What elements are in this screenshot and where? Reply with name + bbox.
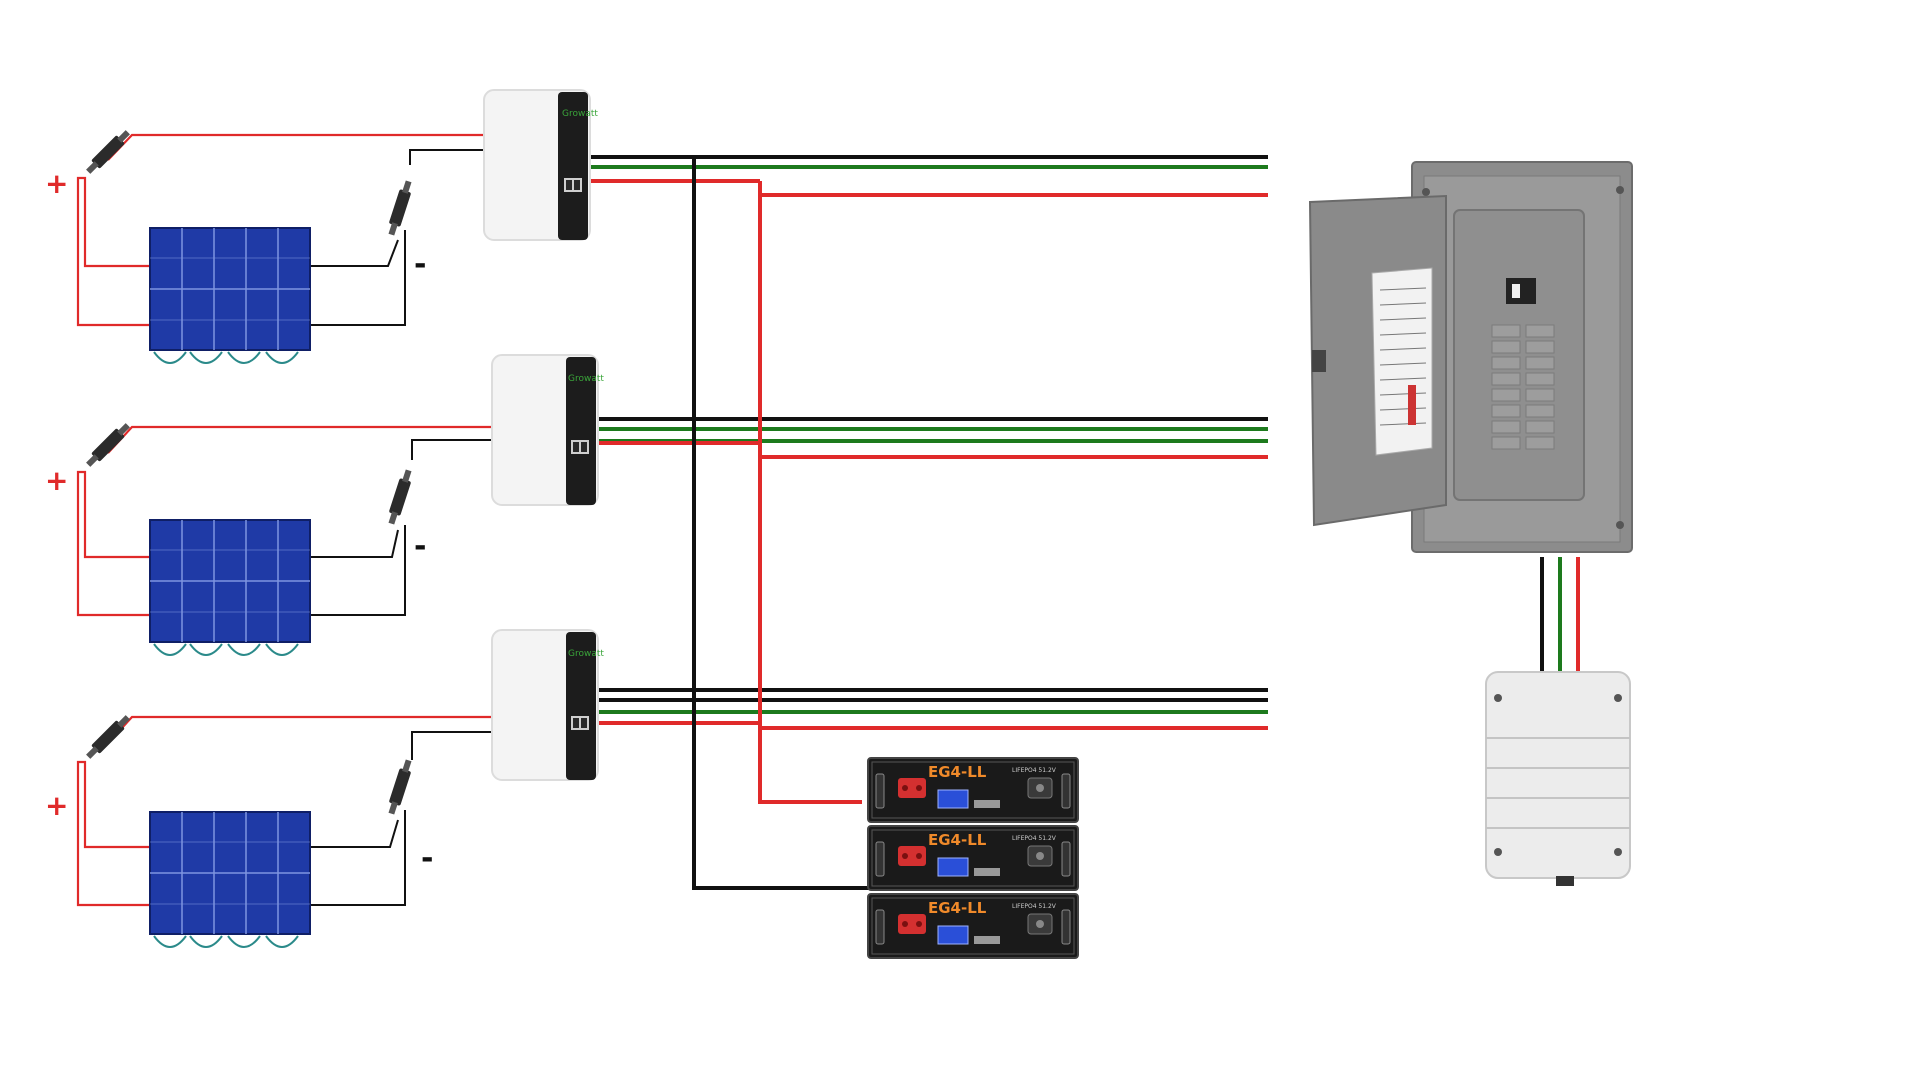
pv-disconnect-switch-icon: [385, 758, 415, 816]
positive-label: +: [45, 789, 68, 822]
battery-module-3: EG4-LL LIFEPO4 51.2V: [867, 893, 1079, 959]
inverter-2: Growatt: [491, 354, 604, 506]
inverter-3: Growatt: [491, 629, 604, 781]
junction-box-icon: [1485, 671, 1631, 886]
negative-label: -: [421, 841, 433, 876]
pv-disconnect-switch-icon: [385, 468, 415, 526]
inverter-brand: Growatt: [568, 374, 604, 384]
positive-label: +: [45, 167, 68, 200]
inverter-1: Growatt: [483, 89, 598, 241]
junction-box: [1485, 671, 1631, 886]
solar-panel-icon: [149, 811, 311, 948]
battery-brand: EG4-LL: [928, 899, 987, 917]
battery-model: LIFEPO4 51.2V: [1012, 767, 1057, 774]
breaker-panel-icon: [1308, 161, 1633, 553]
negative-label: -: [414, 247, 426, 282]
meter-feed-wiring: [1540, 557, 1580, 672]
battery-module-1: EG4-LL LIFEPO4 51.2V: [867, 757, 1079, 823]
pv-disconnect-switch-icon: [83, 127, 133, 177]
positive-label: +: [45, 464, 68, 497]
battery-module-2: EG4-LL LIFEPO4 51.2V: [867, 825, 1079, 891]
battery-brand: EG4-LL: [928, 831, 987, 849]
battery-stack: EG4-LL LIFEPO4 51.2V EG4-LL LIFEPO4 51.2…: [867, 757, 1079, 959]
breaker-panel: [1308, 161, 1633, 553]
solar-panel-icon: [149, 227, 311, 364]
battery-brand: EG4-LL: [928, 763, 987, 781]
battery-model: LIFEPO4 51.2V: [1012, 903, 1057, 910]
pv-disconnect-switch-icon: [385, 179, 415, 237]
negative-label: -: [414, 529, 426, 564]
inverter-brand: Growatt: [562, 109, 598, 119]
inverter-brand: Growatt: [568, 649, 604, 659]
battery-bus-wiring: [692, 155, 870, 890]
pv-disconnect-switch-icon: [83, 712, 133, 762]
pv-disconnect-switch-icon: [83, 420, 133, 470]
ac-output-wiring: [588, 155, 1268, 730]
solar-panel-icon: [149, 519, 311, 656]
battery-model: LIFEPO4 51.2V: [1012, 835, 1057, 842]
